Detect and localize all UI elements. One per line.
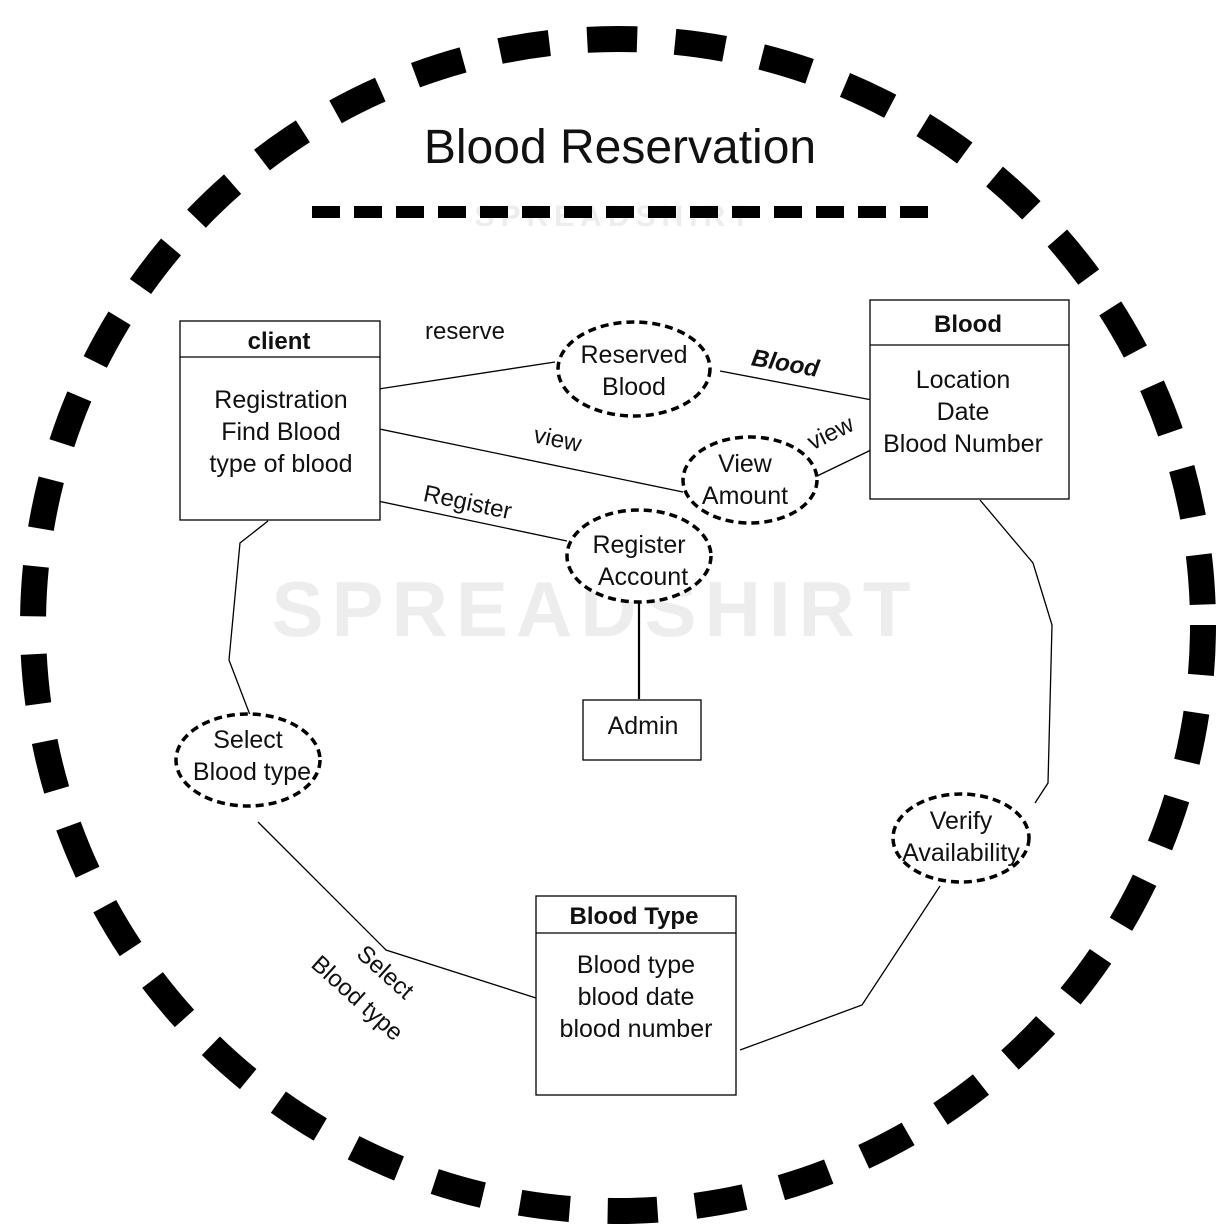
relationship-view-amount-shape bbox=[681, 435, 819, 525]
edge-blood-verify bbox=[979, 499, 1053, 804]
edge-select-bloodtype bbox=[257, 821, 537, 999]
entity-blood-type-attr: blood number bbox=[560, 1015, 713, 1043]
relationship-view-amount-label: Amount bbox=[702, 482, 788, 510]
relationship-register-account-label: Register bbox=[592, 531, 685, 559]
relationship-reserved-blood-label: Reserved bbox=[581, 341, 688, 369]
relationship-register-account-label: Account bbox=[598, 563, 688, 591]
relationship-select-blood-type[interactable]: Select Blood type bbox=[174, 712, 322, 808]
edge-view-blood bbox=[814, 449, 872, 478]
entity-blood-type-header: Blood Type bbox=[570, 903, 699, 930]
edge-label-register: Register bbox=[421, 480, 514, 525]
edge-label-reserve: reserve bbox=[425, 318, 505, 345]
edge-label-view-right: view bbox=[803, 410, 859, 456]
actor-admin-box bbox=[582, 699, 702, 761]
edge-client-reserved bbox=[371, 361, 556, 391]
entity-blood-header: Blood bbox=[934, 311, 1002, 338]
actor-admin[interactable]: Admin bbox=[582, 699, 702, 761]
entity-blood-type-box bbox=[535, 895, 737, 1096]
entity-client-header: client bbox=[248, 328, 311, 355]
entity-blood-type-attr: Blood type bbox=[577, 951, 695, 979]
relationship-verify-availability-label: Availability bbox=[902, 839, 1020, 867]
entity-client[interactable]: client Registration Find Blood type of b… bbox=[179, 320, 381, 521]
entity-client-attr: Registration bbox=[214, 386, 347, 414]
relationship-view-amount[interactable]: View Amount bbox=[681, 435, 819, 525]
relationship-select-blood-type-label: Select bbox=[213, 726, 283, 754]
connectors bbox=[228, 361, 1053, 1051]
relationship-verify-availability-label: Verify bbox=[930, 807, 993, 835]
entity-client-attr: Find Blood bbox=[221, 418, 341, 446]
edge-label-blood: Blood bbox=[749, 344, 822, 383]
entity-client-attr: type of blood bbox=[209, 450, 352, 478]
edge-verify-bloodtype bbox=[739, 885, 941, 1051]
edge-client-select bbox=[228, 520, 269, 716]
entity-blood-attr: Blood Number bbox=[883, 430, 1043, 458]
actor-admin-label: Admin bbox=[608, 712, 679, 740]
relationship-register-account-shape bbox=[565, 508, 713, 604]
relationship-verify-availability-shape bbox=[891, 792, 1031, 884]
entity-blood-type-attr: blood date bbox=[578, 983, 695, 1011]
relationship-reserved-blood-label: Blood bbox=[602, 373, 666, 401]
edge-label-view-left: view bbox=[531, 421, 584, 458]
entity-client-box bbox=[179, 320, 381, 521]
relationship-view-amount-label: View bbox=[718, 450, 773, 478]
entity-blood-attr: Date bbox=[937, 398, 990, 426]
relationship-verify-availability[interactable]: Verify Availability bbox=[891, 792, 1031, 884]
diagram-title: Blood Reservation bbox=[424, 121, 816, 174]
entity-blood-type[interactable]: Blood Type Blood type blood date blood n… bbox=[535, 895, 737, 1096]
relationship-select-blood-type-shape bbox=[174, 712, 322, 808]
relationship-register-account[interactable]: Register Account bbox=[565, 508, 713, 604]
edge-client-view bbox=[369, 426, 684, 493]
system-boundary-circle bbox=[20, 26, 1216, 1224]
relationship-reserved-blood[interactable]: Reserved Blood bbox=[556, 320, 712, 418]
entity-blood-box bbox=[869, 299, 1070, 500]
edge-client-register bbox=[372, 499, 568, 542]
entity-blood[interactable]: Blood Location Date Blood Number bbox=[869, 299, 1070, 500]
relationship-reserved-blood-shape bbox=[556, 320, 712, 418]
edge-reserved-blood bbox=[719, 370, 873, 401]
relationship-select-blood-type-label: Blood type bbox=[193, 758, 311, 786]
entity-blood-attr: Location bbox=[916, 366, 1011, 394]
